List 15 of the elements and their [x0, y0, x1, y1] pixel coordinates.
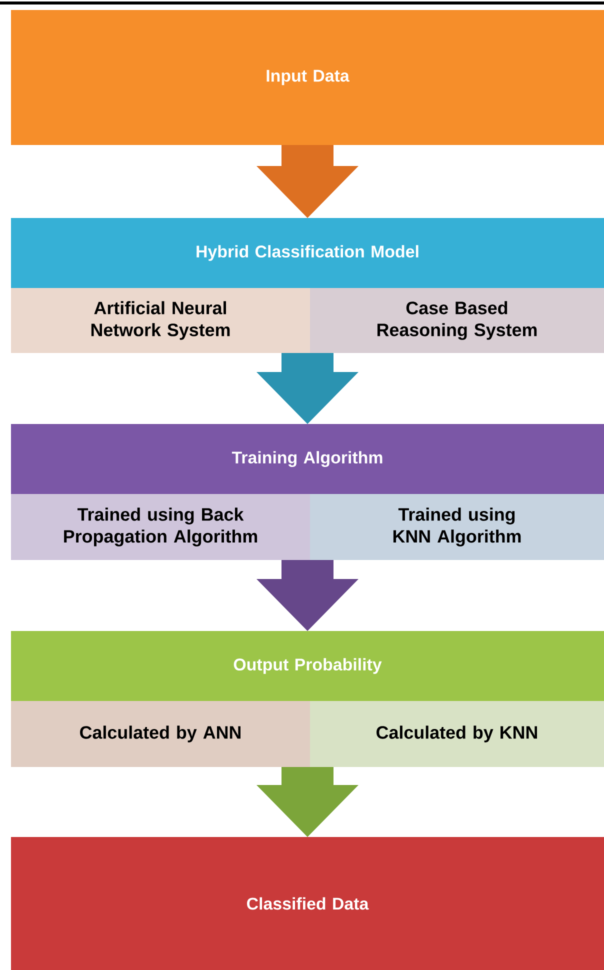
block-arrow: [256, 767, 358, 837]
block-arrow: [256, 145, 358, 218]
process-box: Input Data: [11, 10, 604, 145]
process-box: Classified Data: [11, 837, 604, 970]
table-cell: Calculated by KNN: [310, 701, 604, 767]
header-band: Training Algorithm: [11, 424, 604, 494]
table-cell: Trained using KNN Algorithm: [310, 494, 604, 560]
table-cell: Artificial Neural Network System: [11, 288, 310, 353]
table-cell: Calculated by ANN: [11, 701, 310, 767]
header-band: Output Probability: [11, 631, 604, 701]
block-arrow: [256, 353, 358, 424]
table-cell: Case Based Reasoning System: [310, 288, 604, 353]
table-cell: Trained using Back Propagation Algorithm: [11, 494, 310, 560]
header-band: Hybrid Classification Model: [11, 218, 604, 288]
block-arrow: [256, 560, 358, 631]
